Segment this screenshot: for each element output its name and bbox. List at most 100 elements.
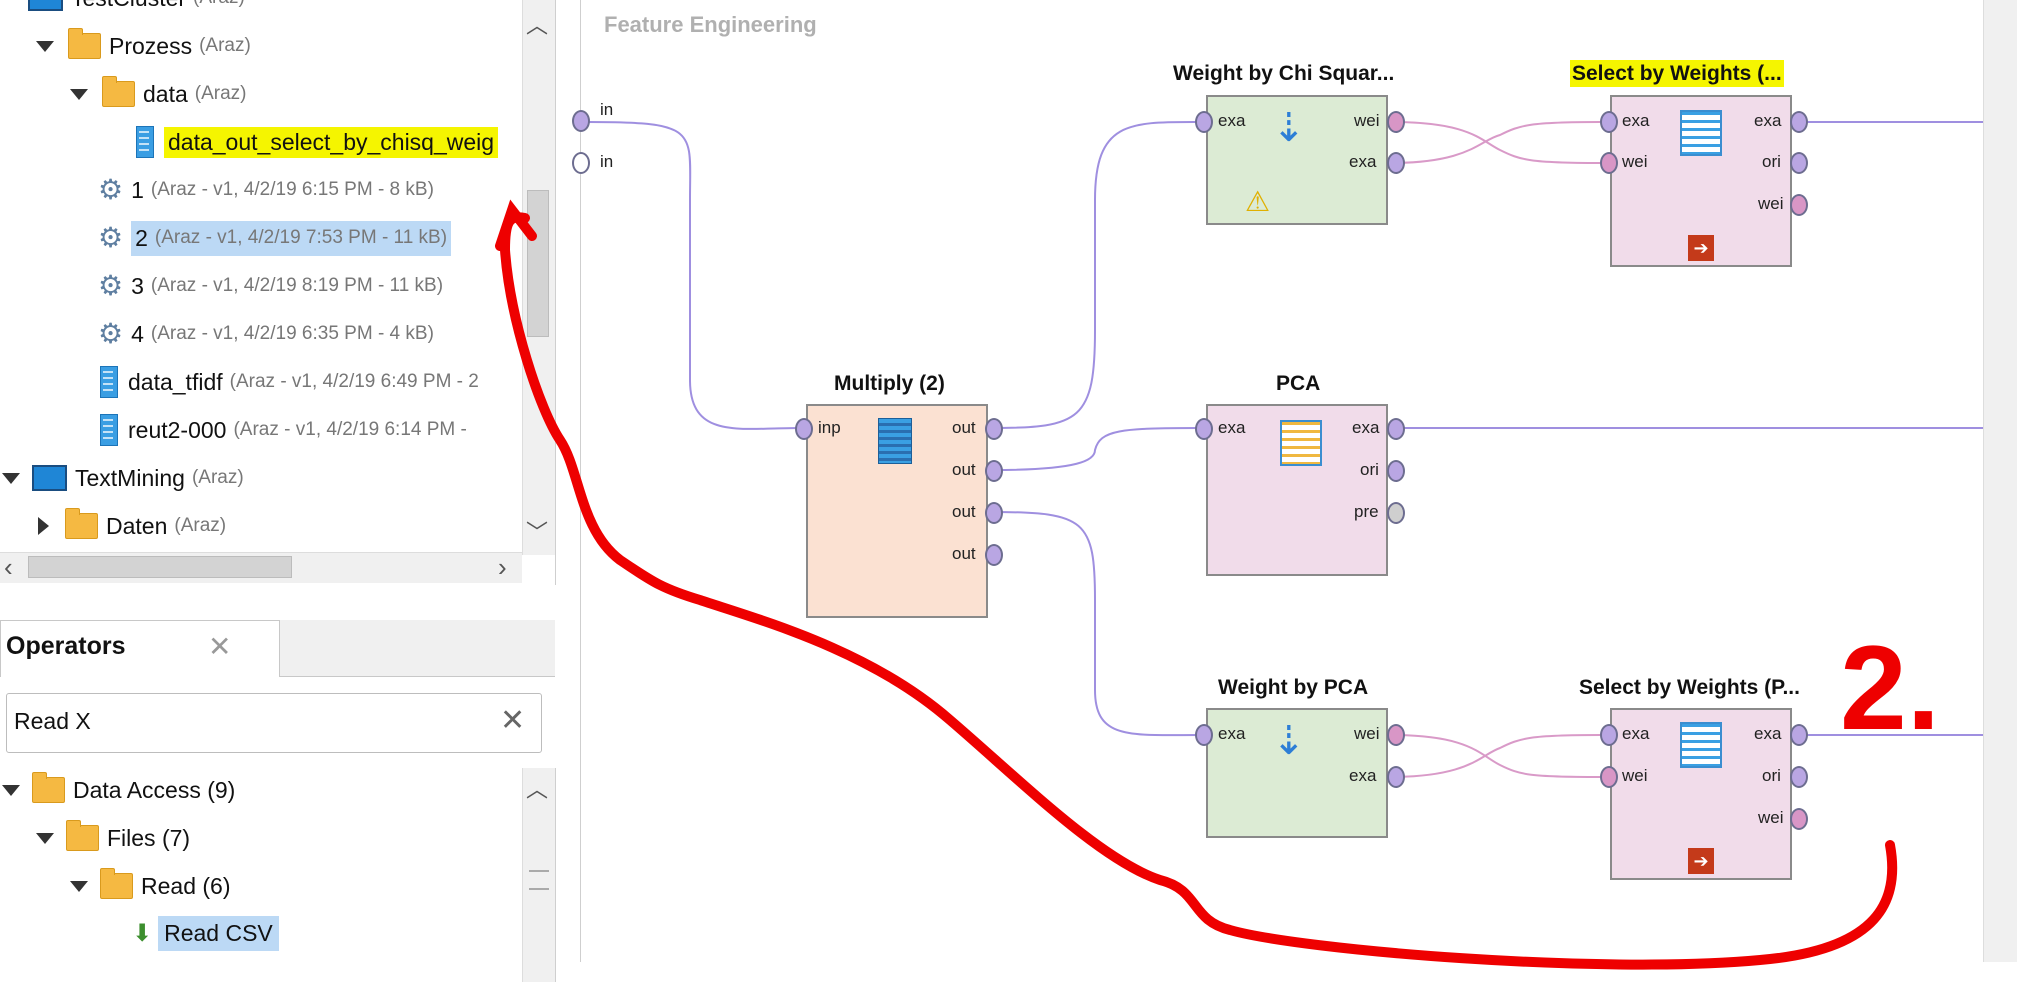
process-input-port-2[interactable]: [572, 152, 590, 174]
port-in[interactable]: [1600, 111, 1618, 133]
pca-table-icon: [1280, 420, 1322, 466]
tree-item-process-3[interactable]: ⚙ 3(Araz - v1, 4/2/19 8:19 PM - 11 kB): [98, 270, 444, 301]
warning-icon[interactable]: ⚠: [1245, 186, 1271, 217]
folder-icon: [32, 772, 65, 803]
scroll-down-icon[interactable]: ﹀: [526, 520, 549, 545]
port-label: exa: [1349, 152, 1377, 171]
scroll-left-icon[interactable]: ‹: [4, 552, 13, 582]
port-out[interactable]: [1387, 460, 1405, 482]
port-out[interactable]: [1387, 152, 1405, 174]
operator-title: Select by Weights (...: [1570, 60, 1784, 87]
port-out[interactable]: [1387, 418, 1405, 440]
tree-item-reut2[interactable]: reut2-000(Araz - v1, 4/2/19 6:14 PM -: [100, 412, 467, 448]
port-out[interactable]: [1790, 111, 1808, 133]
port-out[interactable]: [1790, 724, 1808, 746]
port-out[interactable]: [985, 502, 1003, 524]
operator-search-input[interactable]: [6, 693, 542, 753]
folder-icon: [102, 76, 135, 107]
port-in[interactable]: [1600, 724, 1618, 746]
canvas-vertical-scrollbar[interactable]: [1983, 0, 2017, 962]
port-label: exa: [1218, 724, 1246, 743]
weight-icon: ⇣: [1272, 106, 1306, 150]
repository-scroll-thumb[interactable]: [527, 190, 549, 337]
tree-item-data-out-select[interactable]: data_out_select_by_chisq_weig: [136, 124, 499, 160]
port-out[interactable]: [1790, 808, 1808, 830]
tree-item-testcluster[interactable]: TestCluster(Araz): [28, 0, 245, 16]
operator-pca[interactable]: [1206, 404, 1388, 576]
repository-tree: TestCluster(Araz) Prozess(Araz) data(Ara…: [0, 0, 522, 552]
breakpoint-icon[interactable]: ➔: [1688, 235, 1714, 261]
port-label: wei: [1758, 808, 1784, 827]
weight-icon: ⇣: [1272, 719, 1306, 763]
tree-item-prozess[interactable]: Prozess(Araz): [36, 28, 251, 64]
port-out[interactable]: [1790, 152, 1808, 174]
canvas-title: Feature Engineering: [604, 12, 817, 37]
close-icon[interactable]: ✕: [208, 631, 232, 662]
tree-item-process-1[interactable]: ⚙ 1(Araz - v1, 4/2/19 6:15 PM - 8 kB): [98, 174, 434, 205]
port-in[interactable]: [1600, 152, 1618, 174]
operator-weight-by-pca[interactable]: [1206, 708, 1388, 838]
port-out[interactable]: [1790, 194, 1808, 216]
port-label: exa: [1622, 724, 1650, 743]
expand-down-icon[interactable]: [36, 40, 54, 52]
expand-down-icon[interactable]: [70, 88, 88, 100]
port-in[interactable]: [1195, 724, 1213, 746]
operators-vertical-scrollbar[interactable]: [522, 768, 555, 982]
port-out[interactable]: [985, 418, 1003, 440]
process-gear-icon: ⚙: [98, 174, 124, 205]
expand-down-icon[interactable]: [2, 472, 20, 484]
port-in[interactable]: [795, 418, 813, 440]
folder-icon: [66, 820, 99, 851]
port-out[interactable]: [985, 460, 1003, 482]
tree-item-daten[interactable]: Daten(Araz): [38, 508, 226, 544]
tree-item-textmining[interactable]: TextMining(Araz): [2, 460, 244, 496]
operator-title: Multiply (2): [834, 372, 945, 395]
port-in[interactable]: [1195, 111, 1213, 133]
clear-search-icon[interactable]: ✕: [500, 704, 526, 737]
operator-weight-chi[interactable]: [1206, 95, 1388, 225]
port-label: out: [952, 460, 976, 479]
tree-item-data[interactable]: data(Araz): [70, 76, 247, 112]
tree-item-data-tfidf[interactable]: data_tfidf(Araz - v1, 4/2/19 6:49 PM - 2: [100, 364, 479, 400]
port-in[interactable]: [1600, 766, 1618, 788]
breakpoint-icon[interactable]: ➔: [1688, 848, 1714, 874]
port-label: out: [952, 502, 976, 521]
operator-read-csv[interactable]: ⬇ Read CSV: [132, 915, 279, 951]
table-icon: [1680, 110, 1722, 156]
tree-item-process-4[interactable]: ⚙ 4(Araz - v1, 4/2/19 6:35 PM - 4 kB): [98, 318, 434, 349]
import-icon: ⬇: [132, 919, 153, 947]
data-table-icon: [100, 414, 118, 446]
scroll-up-icon[interactable]: ︿: [526, 777, 549, 802]
scroll-right-icon[interactable]: ›: [498, 552, 507, 582]
process-input-port-1[interactable]: [572, 110, 590, 132]
port-label: in: [600, 100, 614, 119]
tree-item-process-2[interactable]: ⚙ 2(Araz - v1, 4/2/19 7:53 PM - 11 kB): [98, 220, 452, 256]
expand-right-icon[interactable]: [38, 517, 49, 535]
operator-group-read[interactable]: Read (6): [70, 868, 230, 904]
operator-group-files[interactable]: Files (7): [36, 820, 190, 856]
port-label: ori: [1360, 460, 1379, 479]
port-out[interactable]: [1387, 724, 1405, 746]
expand-down-icon[interactable]: [36, 832, 54, 844]
scroll-grip-icon[interactable]: [529, 870, 549, 890]
operator-group-data-access[interactable]: Data Access (9): [2, 772, 235, 808]
tab-operators[interactable]: [0, 620, 280, 677]
expand-down-icon[interactable]: [2, 784, 20, 796]
port-out[interactable]: [1387, 502, 1405, 524]
port-out[interactable]: [985, 544, 1003, 566]
computer-icon: [32, 465, 67, 491]
port-in[interactable]: [1195, 418, 1213, 440]
port-out[interactable]: [1790, 766, 1808, 788]
table-icon: [1680, 722, 1722, 768]
folder-icon: [100, 868, 133, 899]
port-label: in: [600, 152, 614, 171]
port-label: exa: [1754, 724, 1782, 743]
port-label: inp: [818, 418, 841, 437]
port-out[interactable]: [1387, 766, 1405, 788]
operator-title: Weight by PCA: [1218, 676, 1369, 699]
expand-down-icon[interactable]: [70, 880, 88, 892]
repository-hscroll-thumb[interactable]: [28, 556, 292, 578]
operator-title: Select by Weights (P...: [1579, 676, 1800, 699]
port-out[interactable]: [1387, 111, 1405, 133]
scroll-up-icon[interactable]: ︿: [526, 13, 549, 38]
